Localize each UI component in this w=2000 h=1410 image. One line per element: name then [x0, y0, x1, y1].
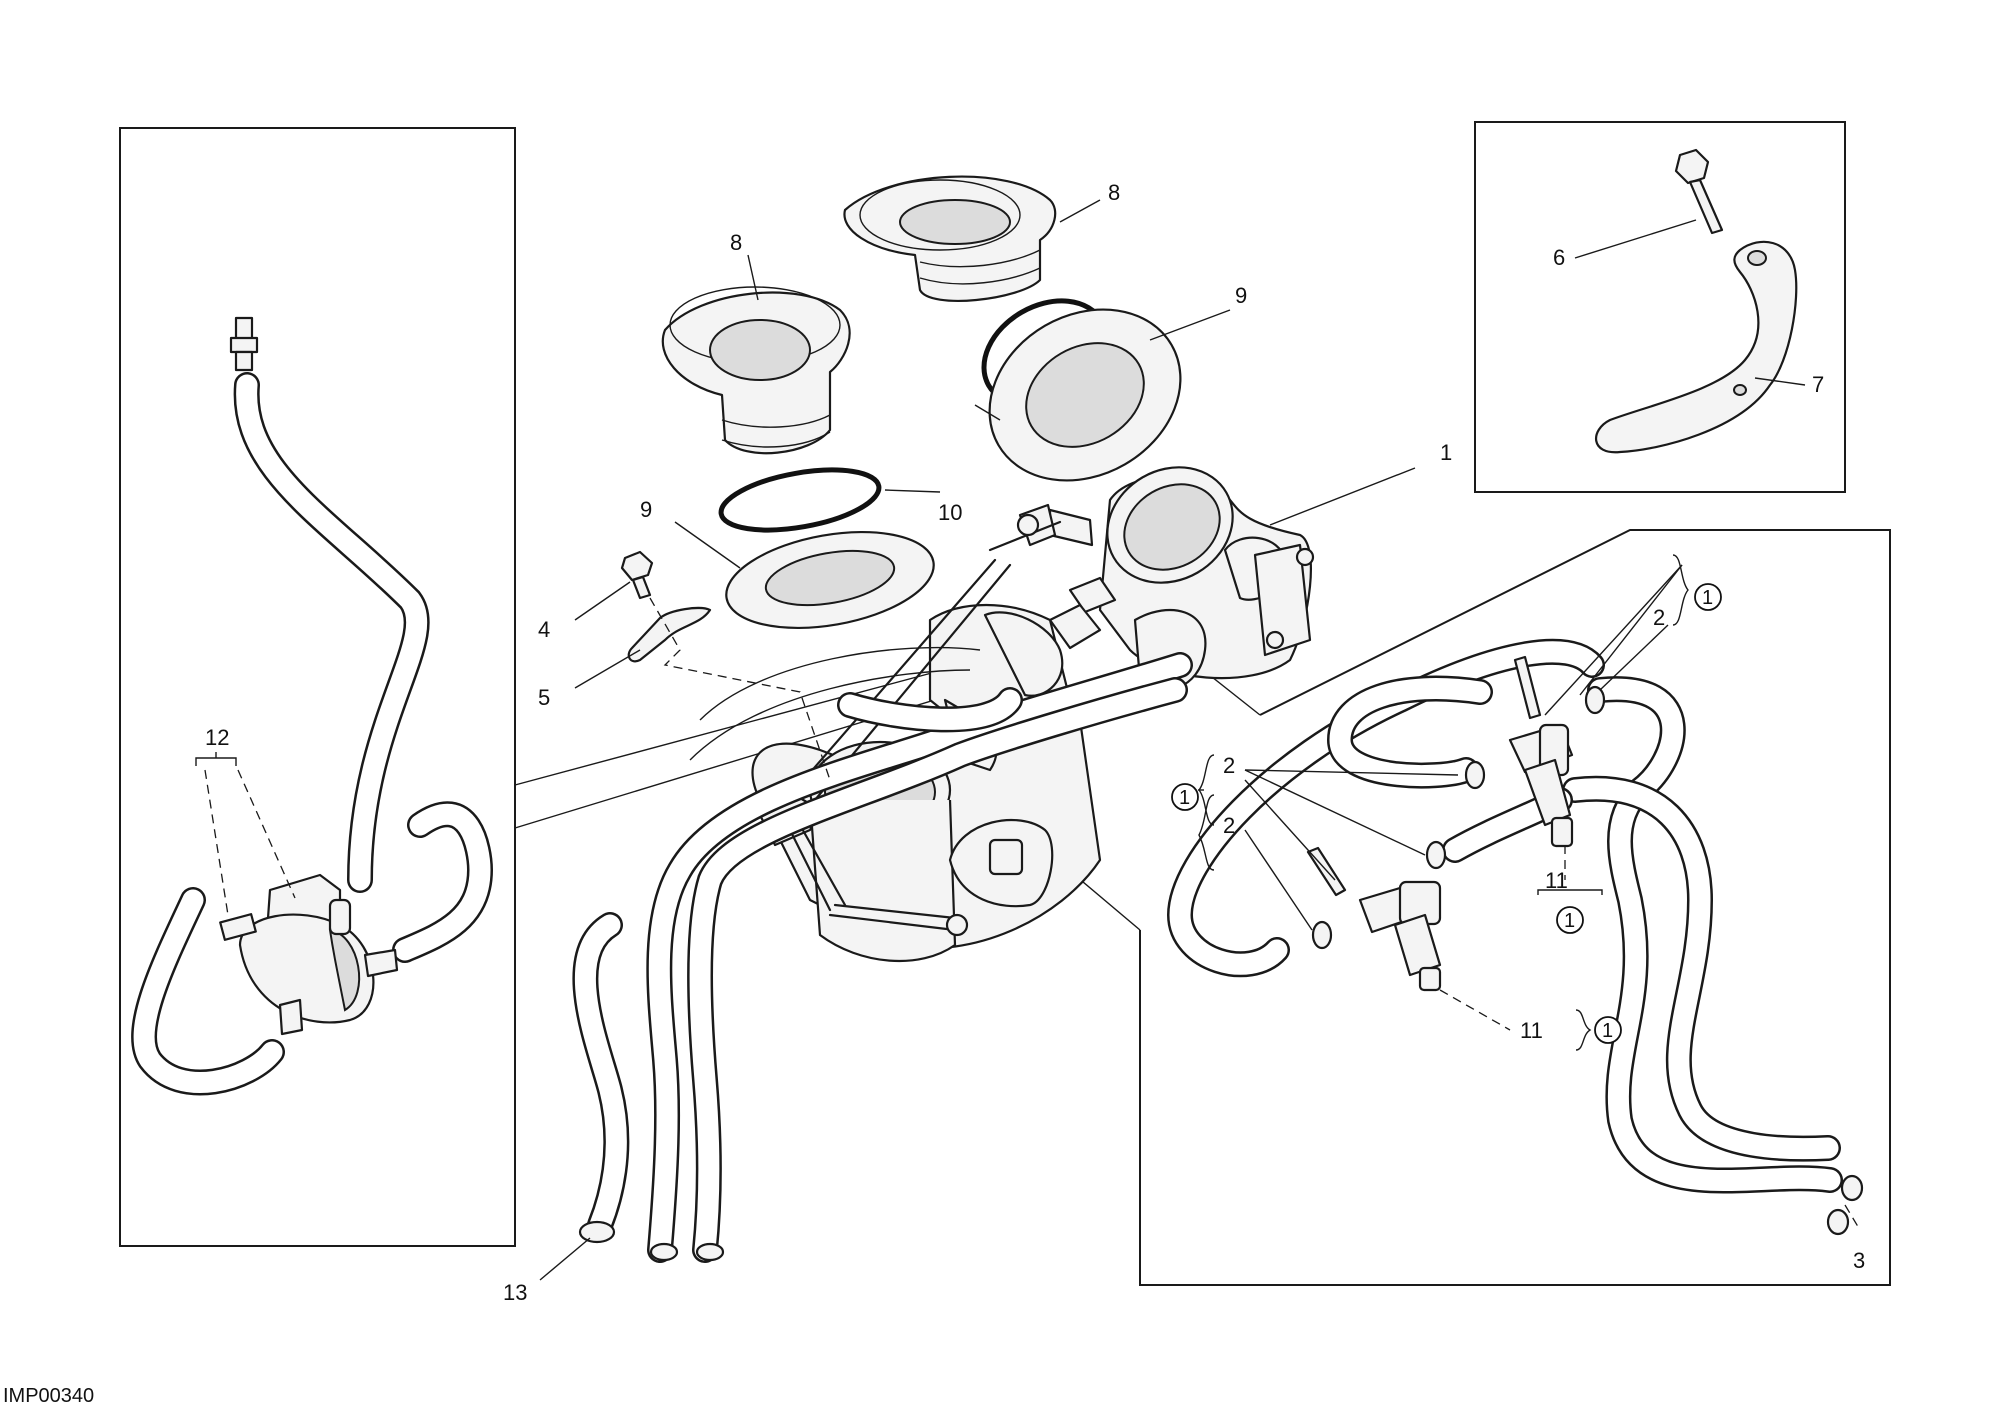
svg-text:1: 1	[1564, 910, 1575, 932]
hose-nipple-fitting	[229, 316, 259, 372]
callout-2-lower: 2	[1223, 813, 1235, 838]
callout-3: 3	[1853, 1248, 1865, 1273]
callout-10: 10	[938, 500, 962, 525]
screw-4	[620, 550, 654, 600]
clamp-2-lower	[1311, 920, 1333, 950]
callout-6: 6	[1553, 245, 1565, 270]
left-inset-panel	[119, 127, 1001, 1247]
clamp-2-top	[1584, 685, 1606, 715]
callout-8-rear: 8	[1108, 180, 1120, 205]
callout-12: 12	[205, 725, 229, 750]
gasket-front	[725, 530, 935, 630]
callout-2-upper: 2	[1223, 753, 1235, 778]
callout-9-rear: 9	[1235, 283, 1247, 308]
throttle-body	[751, 466, 1315, 963]
vacuum-valve	[219, 873, 399, 1036]
hose-13	[572, 912, 725, 1262]
callout-7: 7	[1812, 372, 1824, 397]
clamp-3	[1826, 1174, 1864, 1236]
o-ring-front	[718, 467, 882, 533]
injector-inset-panel	[999, 529, 1891, 1286]
circled-note-right-top: 1	[1694, 583, 1722, 611]
callout-13: 13	[503, 1280, 527, 1305]
callout-1: 1	[1440, 440, 1452, 465]
svg-text:1: 1	[1602, 1020, 1613, 1042]
injector-upper	[1508, 723, 1574, 848]
clamp-2-middle	[1425, 840, 1447, 870]
callout-9-front: 9	[640, 497, 652, 522]
callout-4: 4	[538, 617, 550, 642]
top-right-inset-panel	[1474, 121, 1846, 493]
bracket-7	[1594, 240, 1798, 454]
circled-note-11-lower: 1	[1594, 1016, 1622, 1044]
velocity-stack-rear	[843, 175, 1057, 302]
callout-8-front: 8	[730, 230, 742, 255]
svg-text:1: 1	[1179, 787, 1190, 809]
circled-note-left: 1	[1171, 783, 1199, 811]
gasket-rear	[988, 308, 1182, 482]
tab-5	[627, 606, 712, 663]
callout-5: 5	[538, 685, 550, 710]
svg-text:1: 1	[1702, 587, 1713, 609]
callout-2-right: 2	[1653, 605, 1665, 630]
callout-11-lower: 11	[1520, 1018, 1543, 1043]
callout-11-upper: 11	[1545, 868, 1568, 893]
velocity-stack-front	[661, 286, 851, 455]
circled-note-11-upper: 1	[1556, 906, 1584, 934]
drawing-code: IMP00340	[3, 1385, 94, 1407]
clamp-2-upper	[1464, 760, 1486, 790]
screw-6	[1674, 148, 1724, 235]
injector-lower	[1358, 880, 1442, 992]
